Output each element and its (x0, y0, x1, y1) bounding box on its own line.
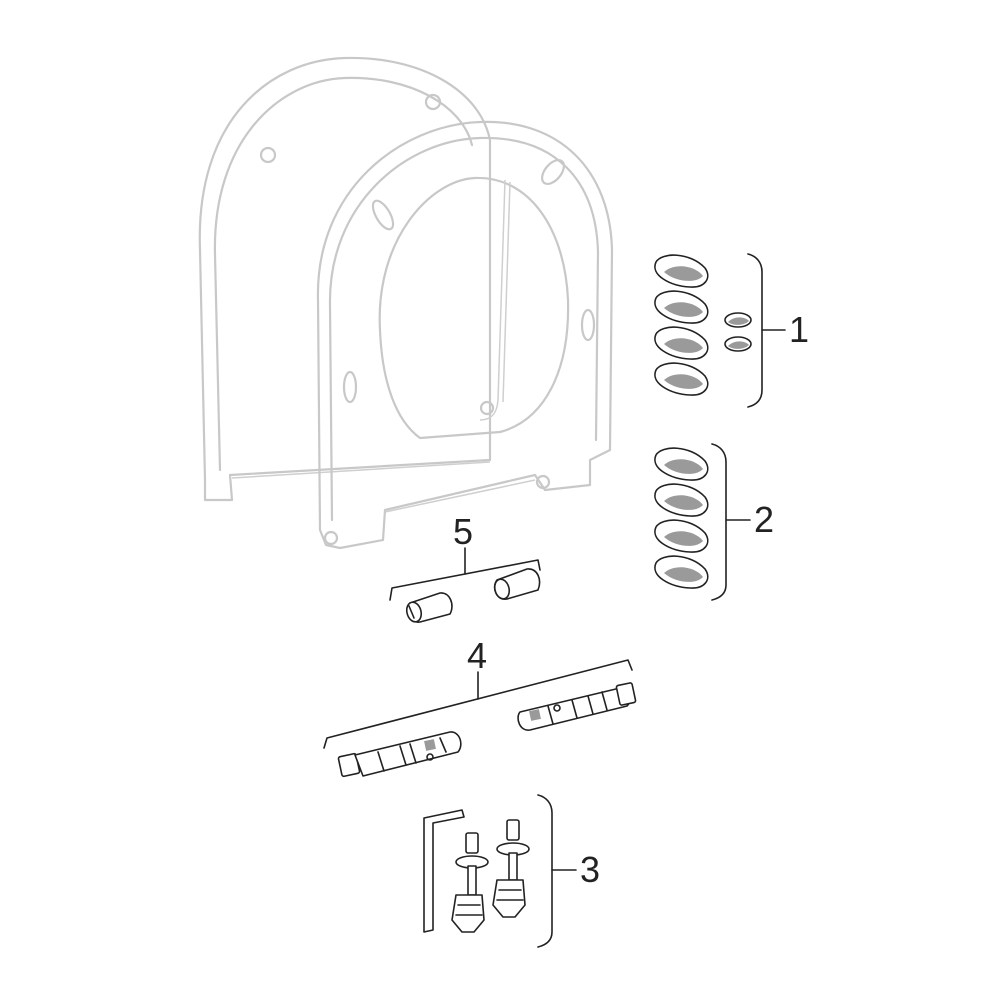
seat-lid-ghost (198, 56, 614, 550)
buffer-pad (654, 290, 709, 324)
callout-5: 5 (453, 511, 473, 552)
fixing-bolt (492, 819, 530, 918)
hinge-axle-set-4 (323, 659, 637, 778)
sleeve-set-5 (389, 547, 541, 623)
buffer-pad (654, 519, 709, 553)
hex-key (423, 809, 465, 933)
callout-4: 4 (467, 635, 487, 676)
hinge-axle (337, 731, 462, 778)
bracket-2 (711, 443, 727, 601)
buffer-pad (654, 254, 709, 288)
hinge-axle (517, 682, 637, 731)
buffer-pad (654, 326, 709, 360)
callout-2: 2 (754, 499, 774, 540)
fixing-set-3 (423, 794, 577, 948)
small-buffer (724, 336, 752, 352)
bracket-3 (537, 794, 553, 948)
buffer-set-1 (654, 253, 786, 408)
buffer-set-2 (654, 443, 751, 601)
buffer-pad (654, 483, 709, 517)
sleeve (493, 568, 541, 600)
small-buffer (724, 312, 752, 328)
buffer-pad (654, 362, 709, 396)
callout-1: 1 (789, 309, 809, 350)
buffer-pad (654, 555, 709, 589)
callout-3: 3 (580, 849, 600, 890)
bracket-1 (747, 253, 763, 408)
fixing-bolt (451, 832, 489, 933)
buffer-pad (654, 447, 709, 481)
sleeve (405, 592, 453, 623)
